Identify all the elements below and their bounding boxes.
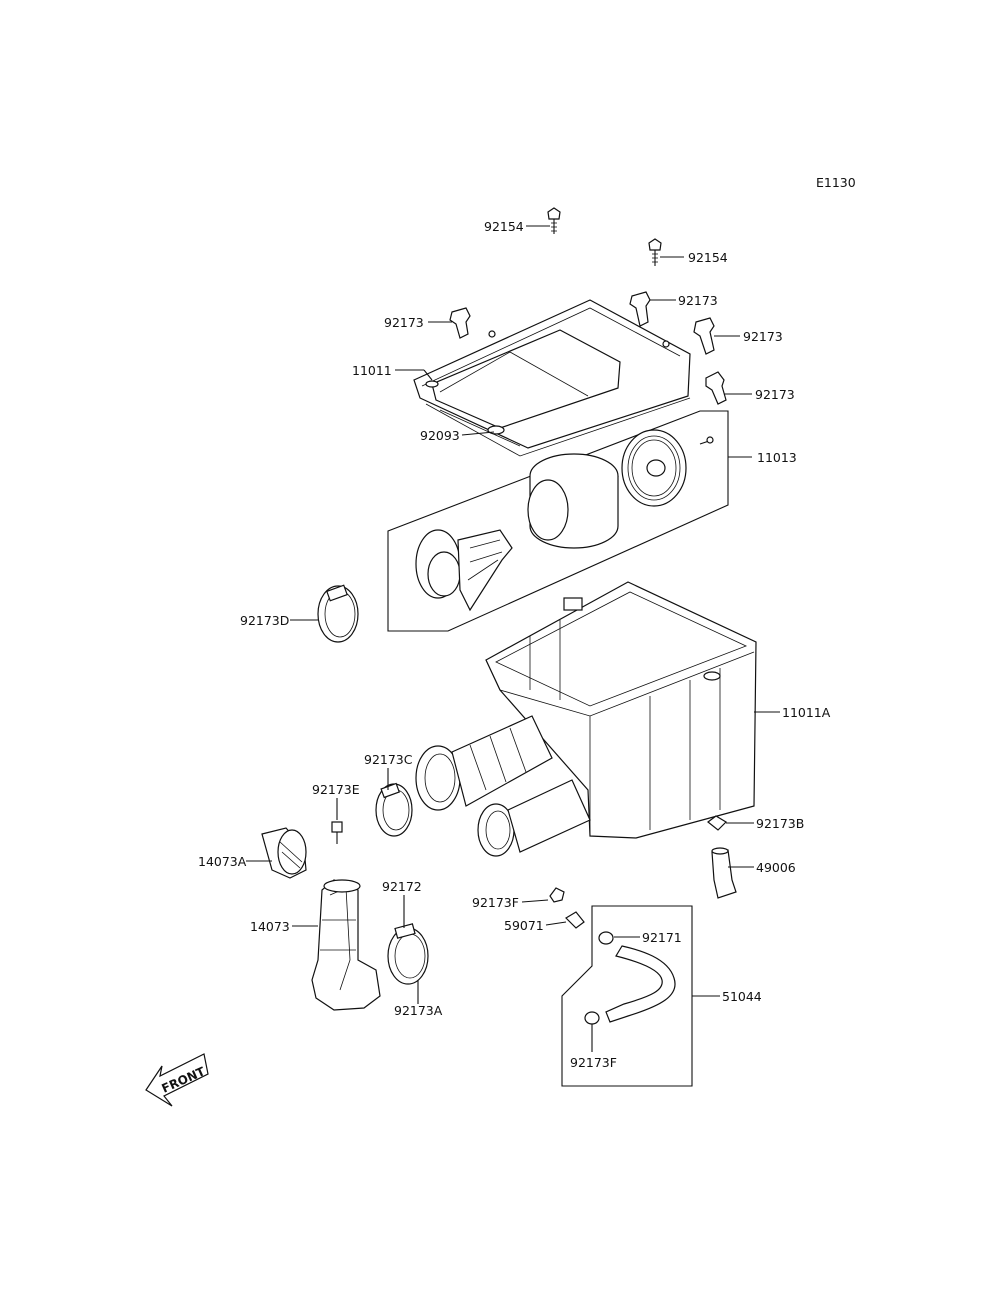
clip-92173-right — [693, 317, 715, 355]
leader-59071 — [545, 921, 567, 926]
label-92171: 92171 — [642, 930, 682, 945]
duct-part-14073A — [261, 827, 307, 879]
clamp-92173F-bottom — [584, 1011, 600, 1025]
clip-92173F-top — [549, 887, 565, 903]
leader-11011-tail — [423, 369, 433, 381]
bolt-92173E — [331, 821, 343, 844]
label-92173B: 92173B — [756, 816, 804, 831]
front-arrow-icon: FRONT — [145, 1053, 209, 1107]
clamp-92173C — [375, 782, 413, 837]
drain-tube-49006 — [711, 847, 737, 899]
label-11011: 11011 — [352, 363, 392, 378]
leader-92173F-top — [521, 899, 549, 903]
leader-92093 — [461, 431, 495, 436]
intake-duct-14073 — [311, 879, 381, 1011]
hose-assembly-outline — [561, 905, 693, 1087]
clip-92173-lower-right — [705, 371, 727, 405]
air-cleaner-cover-11011 — [413, 299, 691, 457]
label-92173C: 92173C — [364, 752, 413, 767]
label-14073A: 14073A — [198, 854, 247, 869]
clamp-92172 — [387, 923, 429, 985]
label-14073: 14073 — [250, 919, 290, 934]
label-92173-top-right: 92173 — [678, 293, 718, 308]
clamp-92171 — [598, 931, 614, 945]
foam-filter-element — [527, 453, 619, 549]
clip-92173-left — [449, 307, 471, 339]
hose-51044 — [605, 945, 676, 1023]
label-51044: 51044 — [722, 989, 762, 1004]
label-92173A: 92173A — [394, 1003, 443, 1018]
label-92173-left: 92173 — [384, 315, 424, 330]
intake-duct-lower — [477, 779, 591, 857]
fitting-59071 — [565, 911, 585, 929]
label-92173F-top: 92173F — [472, 895, 519, 910]
filter-assembly-outline — [387, 410, 729, 632]
diagram-code: E1130 — [816, 175, 856, 190]
label-92172: 92172 — [382, 879, 422, 894]
clip-92173B — [707, 815, 727, 831]
label-92154-right: 92154 — [688, 250, 728, 265]
intake-duct-upper — [415, 715, 553, 811]
screw-92154-top — [547, 207, 561, 234]
label-92173-lower-right: 92173 — [755, 387, 795, 402]
label-92173E: 92173E — [312, 782, 360, 797]
clamp-92173D — [317, 584, 359, 643]
filter-end-cap — [621, 429, 687, 507]
label-92173D: 92173D — [240, 613, 289, 628]
filter-frame — [415, 529, 513, 612]
label-11013: 11013 — [757, 450, 797, 465]
screw-92154-right — [648, 238, 662, 266]
label-11011A: 11011A — [782, 705, 831, 720]
filter-screw — [699, 436, 714, 445]
label-92173-right: 92173 — [743, 329, 783, 344]
clip-92173-top-right — [629, 291, 651, 327]
label-92154-top: 92154 — [484, 219, 524, 234]
air-cleaner-case-11011A — [485, 581, 757, 839]
label-92173F-bottom: 92173F — [570, 1055, 617, 1070]
label-49006: 49006 — [756, 860, 796, 875]
label-92093: 92093 — [420, 428, 460, 443]
label-59071: 59071 — [504, 918, 544, 933]
